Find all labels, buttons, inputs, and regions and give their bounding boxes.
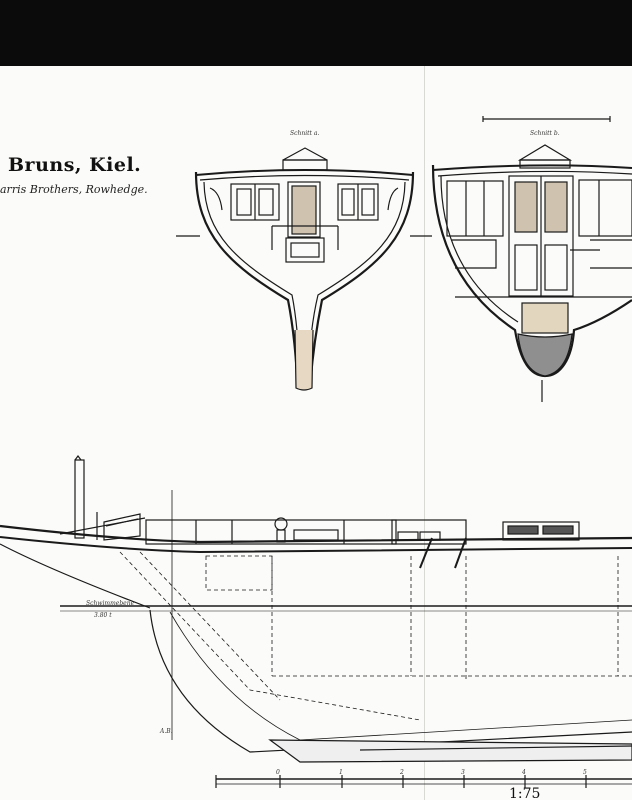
- page-fold-line: [424, 66, 425, 800]
- builder-credit: arris Brothers, Rowhedge.: [0, 183, 148, 196]
- scale-tick-4: 4: [522, 769, 526, 776]
- scale-tick-3: 3: [461, 769, 465, 776]
- scale-tick-2: 2: [400, 769, 404, 776]
- scale-tick-1: 1: [339, 769, 343, 776]
- section-b-label: Schnitt b.: [530, 130, 560, 137]
- scale-bar: [215, 775, 632, 788]
- frame-mark: A.B.: [160, 728, 173, 735]
- section-a-label: Schnitt a.: [290, 130, 320, 137]
- section-a-drawing: [176, 147, 432, 391]
- scale-ratio: 1:75: [509, 786, 541, 802]
- dark-scan-border: [0, 0, 632, 66]
- scale-tick-5: 5: [583, 769, 587, 776]
- scale-tick-0: 0: [276, 769, 280, 776]
- profile-drawing: [0, 455, 632, 763]
- section-b-drawing: [431, 144, 632, 402]
- waterline-value: 3.80 t: [94, 612, 112, 619]
- drawing-title: Bruns, Kiel.: [8, 154, 142, 176]
- waterline-label: Schwimmebene: [86, 600, 135, 607]
